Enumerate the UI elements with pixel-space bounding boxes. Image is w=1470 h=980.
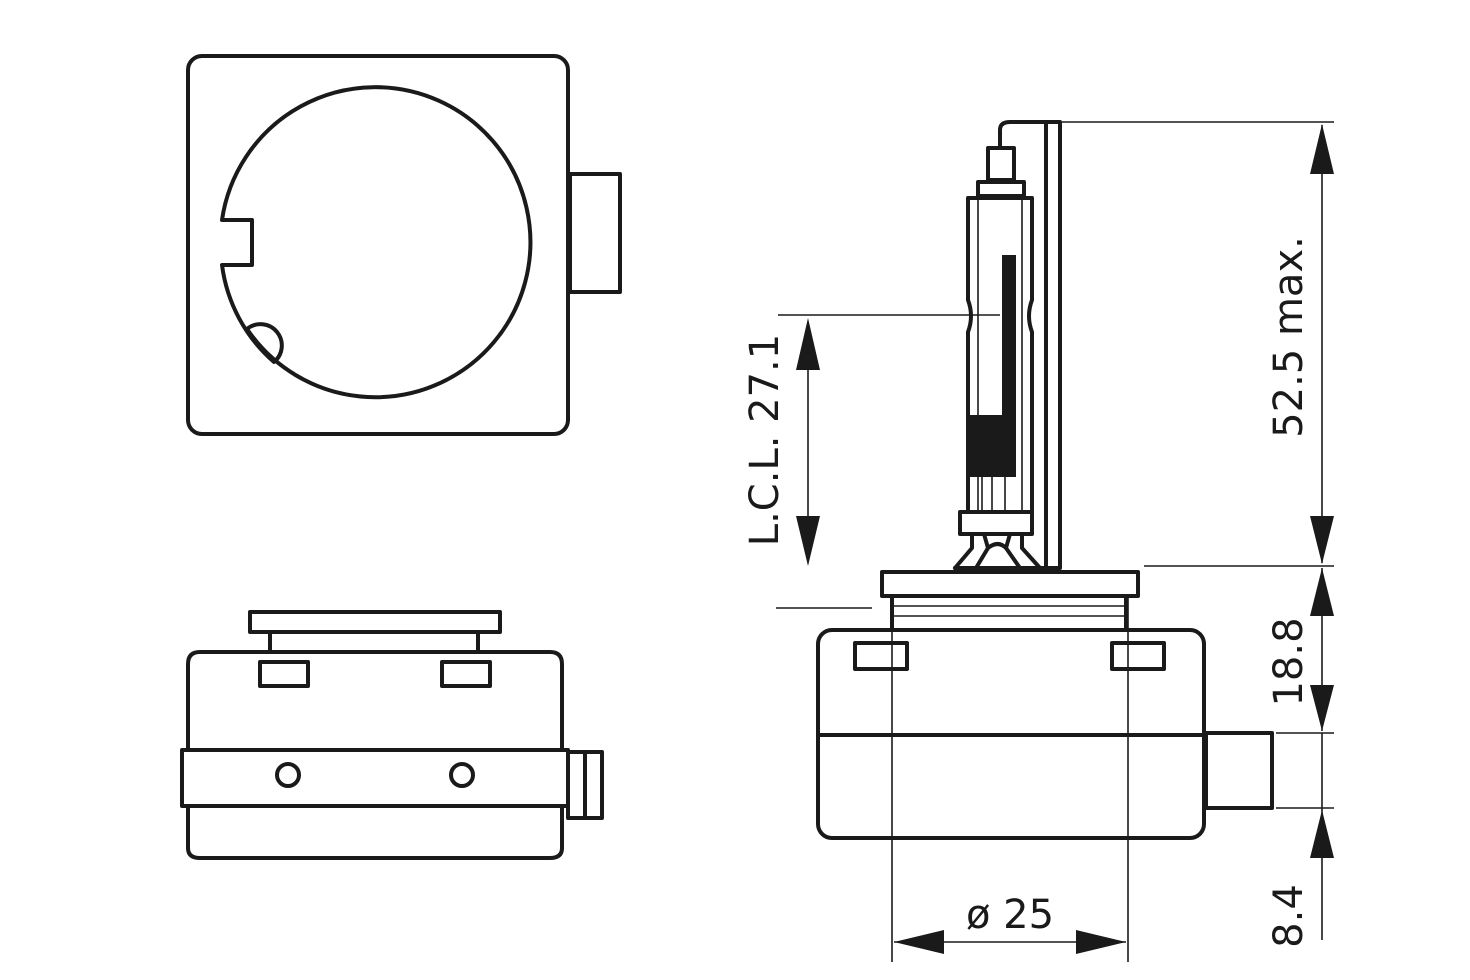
front-view-right-clip xyxy=(440,660,492,688)
front-view-left-hole xyxy=(275,762,301,788)
diameter-arrow-left xyxy=(894,930,944,954)
dimension-base-height: 18.8 xyxy=(1266,617,1312,706)
lcl-arrow-top xyxy=(796,318,820,370)
top-view-socket-circle xyxy=(220,85,533,400)
diameter-arrow-right xyxy=(1076,930,1126,954)
side-view-neck xyxy=(890,594,1128,632)
side-view-tip xyxy=(986,146,1016,182)
front-view-upper-body xyxy=(186,650,564,752)
side-view-return-wire xyxy=(998,120,1048,150)
height-arrow-bottom xyxy=(1310,516,1334,564)
dimension-diameter: ø 25 xyxy=(966,892,1054,938)
front-view-left-clip xyxy=(258,660,310,688)
front-view-right-hole xyxy=(449,762,475,788)
side-view-seal xyxy=(968,415,1014,477)
side-view-cap xyxy=(976,180,1026,198)
lcl-arrow-bottom xyxy=(796,516,820,566)
side-view-left-clip xyxy=(853,641,909,671)
front-view xyxy=(180,610,604,860)
dimension-lines xyxy=(776,121,1334,962)
side-view-connector xyxy=(1204,731,1274,810)
dimension-connector-height: 8.4 xyxy=(1266,884,1312,948)
dimension-lcl: L.C.L. 27.1 xyxy=(742,334,788,546)
side-view-flange xyxy=(880,570,1140,598)
top-view-side-tab xyxy=(568,172,622,294)
top-view xyxy=(186,54,622,436)
front-view-top-plate xyxy=(248,610,502,634)
side-view-return-rod xyxy=(1044,120,1062,570)
height-arrow-top xyxy=(1310,124,1334,174)
front-view-lower-body xyxy=(186,804,564,860)
side-view-holder xyxy=(958,510,1034,536)
side-view-right-clip xyxy=(1110,641,1166,671)
base-arrow-bottom xyxy=(1310,685,1334,731)
side-view xyxy=(816,120,1274,840)
dimension-overall-height: 52.5 max. xyxy=(1266,236,1312,438)
top-view-housing xyxy=(186,54,570,436)
connector-arrow-up xyxy=(1310,810,1334,858)
front-view-band xyxy=(180,748,570,808)
base-arrow-top xyxy=(1310,568,1334,616)
